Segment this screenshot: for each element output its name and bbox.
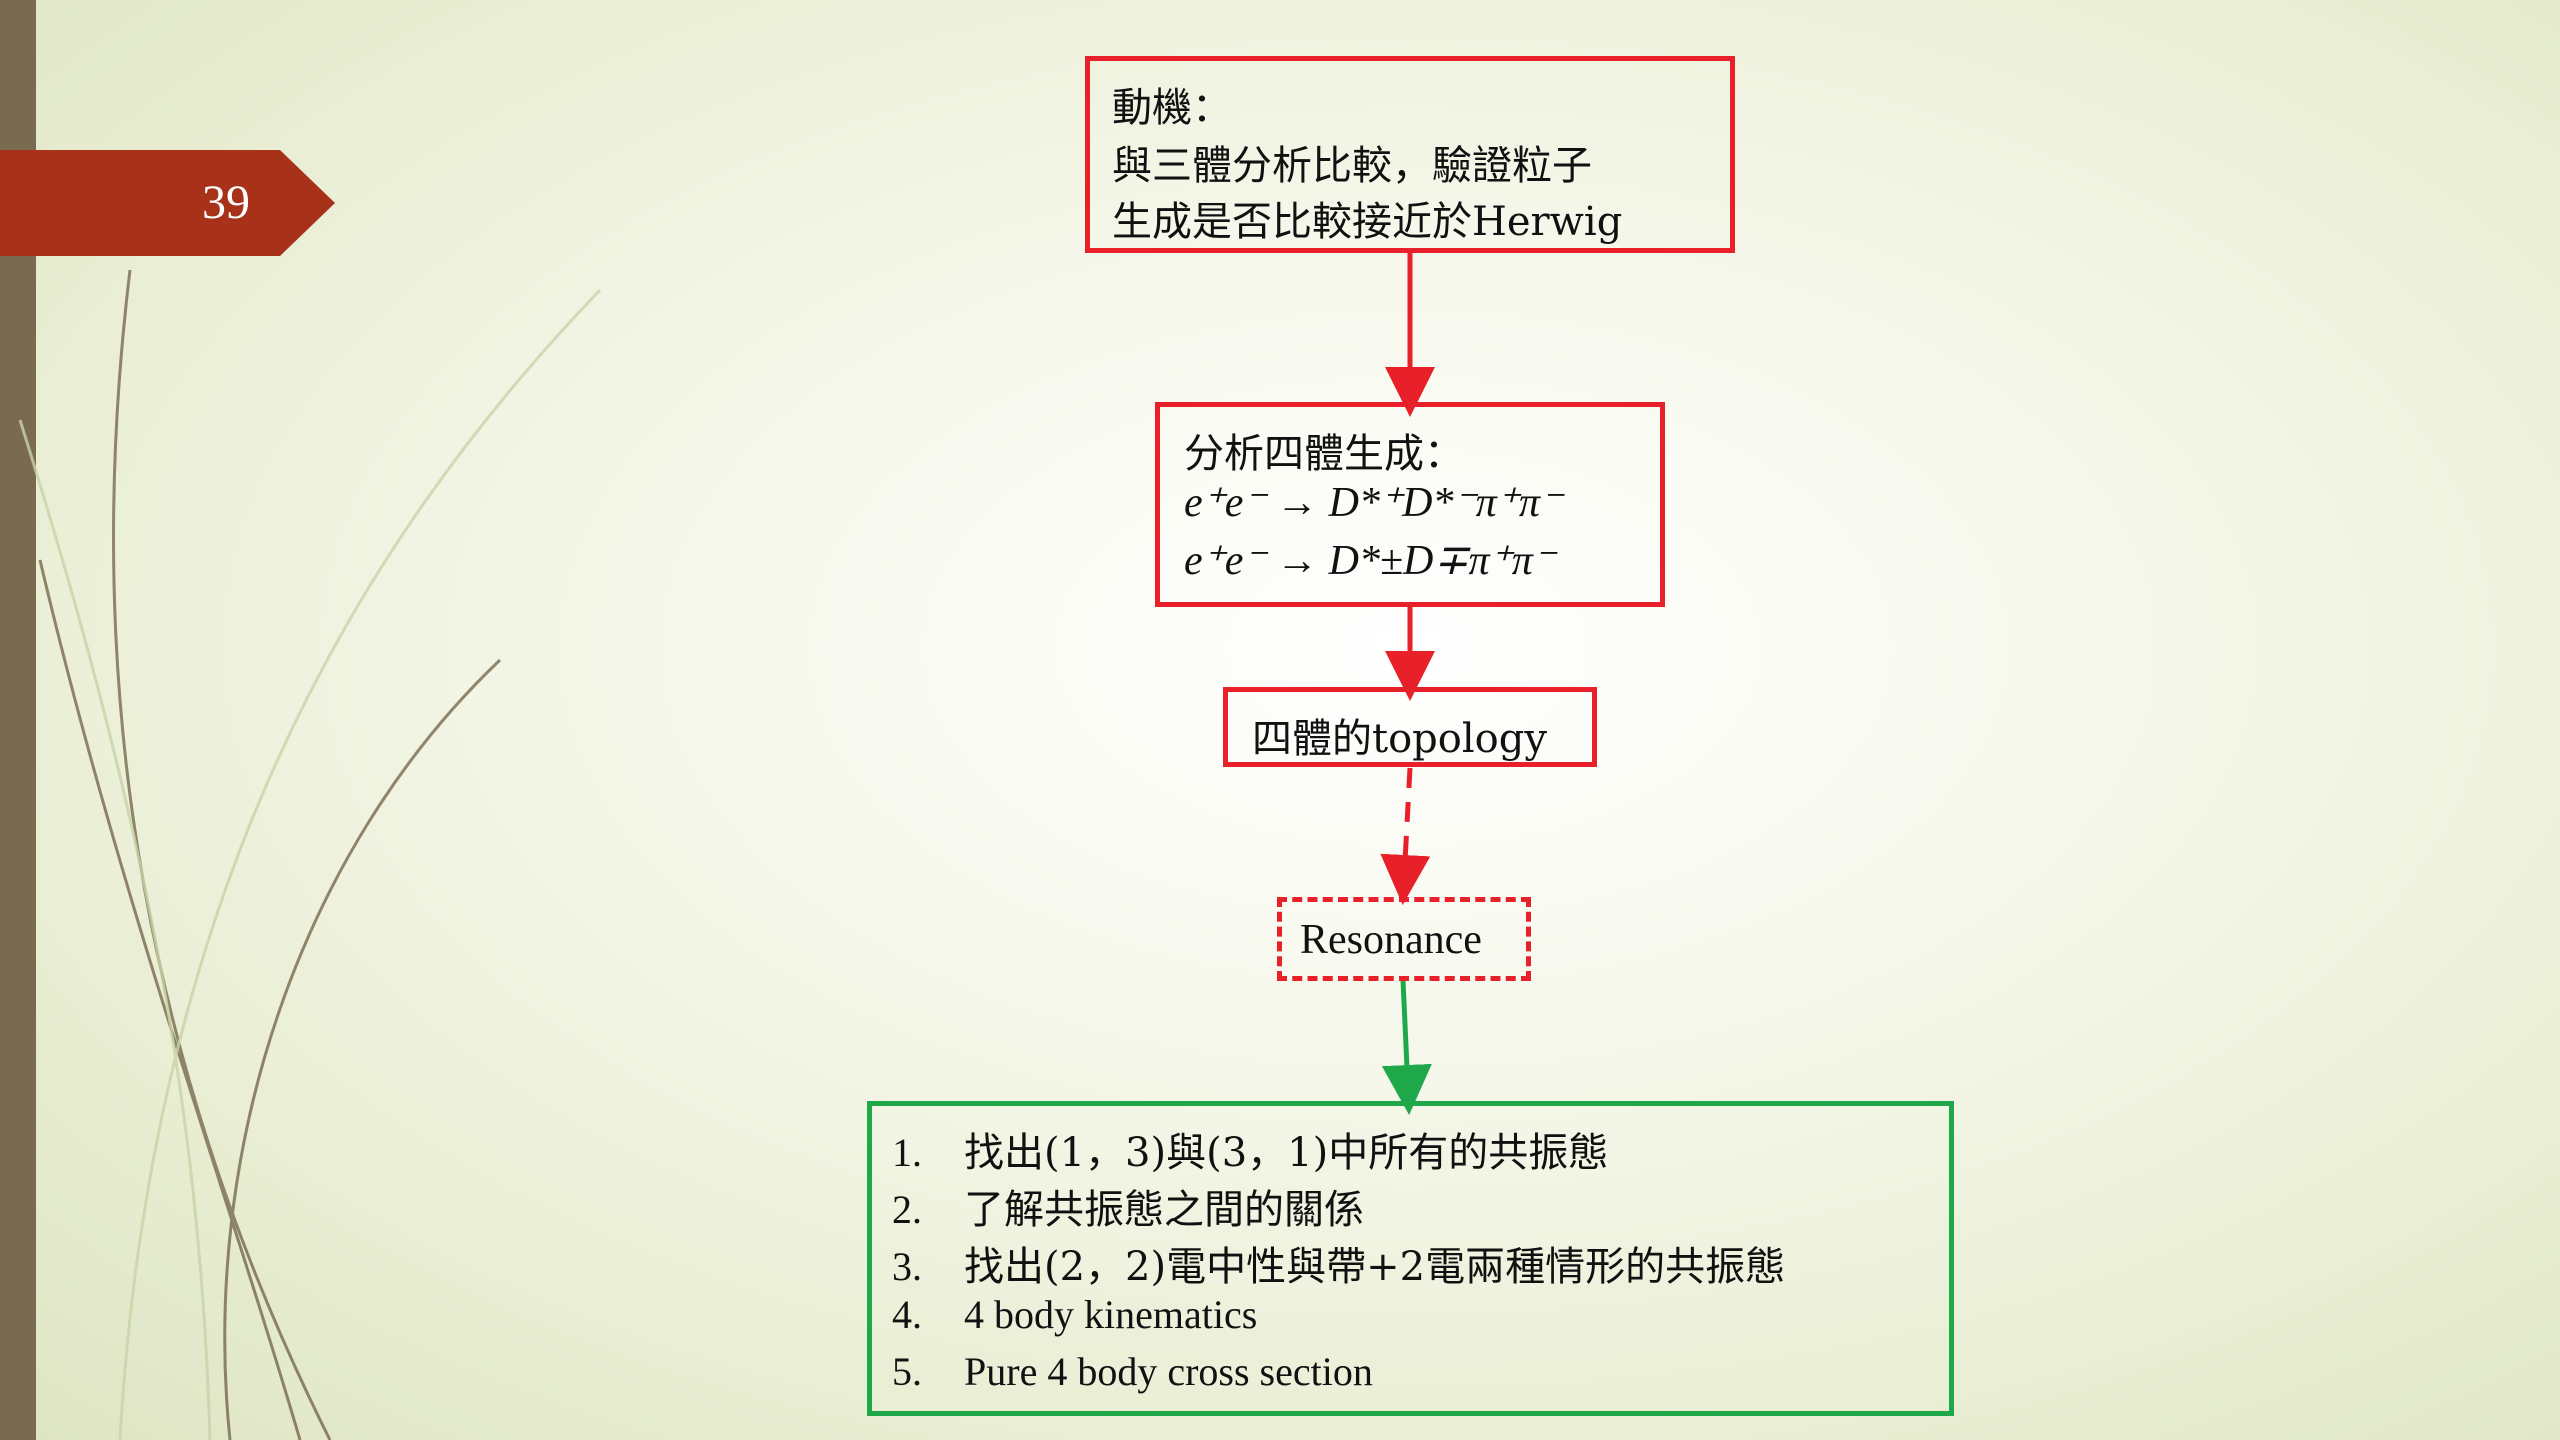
- reaction-equation-2: e⁺e⁻ → D*±D∓π⁺π⁻: [1184, 538, 1555, 584]
- slide-number: 39: [202, 176, 250, 229]
- motivation-box: 動機： 與三體分析比較，驗證粒子 生成是否比較接近於Herwig: [1085, 56, 1735, 253]
- task-number: 4.: [892, 1292, 922, 1337]
- task-text: Pure 4 body cross section: [964, 1349, 1373, 1394]
- task-text: 找出(2，2)電中性與帶+2電兩種情形的共振態: [964, 1244, 1786, 1290]
- arrow-topology-to-resonance: [1380, 767, 1431, 905]
- task-number: 2.: [892, 1187, 922, 1232]
- motivation-line-2: 與三體分析比較，驗證粒子: [1112, 143, 1592, 189]
- resonance-box: Resonance: [1277, 897, 1531, 981]
- task-text: 4 body kinematics: [964, 1292, 1258, 1337]
- task-number: 3.: [892, 1244, 922, 1289]
- slide-number-tab: [0, 150, 335, 256]
- task-item-4: 4. 4 body kinematics: [892, 1291, 1257, 1338]
- motivation-line-3: 生成是否比較接近於Herwig: [1112, 199, 1623, 245]
- arrow-resonance-to-tasks: [1381, 979, 1432, 1115]
- task-item-2: 2. 了解共振態之間的關係: [892, 1177, 1364, 1235]
- reaction-equation-1: e⁺e⁻ → D*⁺D*⁻π⁺π⁻: [1184, 480, 1563, 526]
- task-item-1: 1. 找出(1，3)與(3，1)中所有的共振態: [892, 1120, 1608, 1178]
- task-item-5: 5. Pure 4 body cross section: [892, 1348, 1373, 1395]
- resonance-label: Resonance: [1300, 917, 1482, 963]
- decorative-curves: [18, 269, 602, 1440]
- task-number: 1.: [892, 1130, 922, 1175]
- analysis-title: 分析四體生成：: [1184, 431, 1464, 477]
- analysis-box: 分析四體生成： e⁺e⁻ → D*⁺D*⁻π⁺π⁻ e⁺e⁻ → D*±D∓π⁺…: [1155, 402, 1665, 607]
- topology-label: 四體的topology: [1252, 716, 1547, 762]
- task-number: 5.: [892, 1349, 922, 1394]
- task-item-3: 3. 找出(2，2)電中性與帶+2電兩種情形的共振態: [892, 1234, 1785, 1292]
- topology-box: 四體的topology: [1223, 687, 1597, 767]
- motivation-title: 動機：: [1112, 85, 1232, 131]
- tasks-box: 1. 找出(1，3)與(3，1)中所有的共振態 2. 了解共振態之間的關係 3.…: [867, 1101, 1954, 1416]
- task-text: 找出(1，3)與(3，1)中所有的共振態: [964, 1130, 1609, 1176]
- task-text: 了解共振態之間的關係: [964, 1187, 1364, 1233]
